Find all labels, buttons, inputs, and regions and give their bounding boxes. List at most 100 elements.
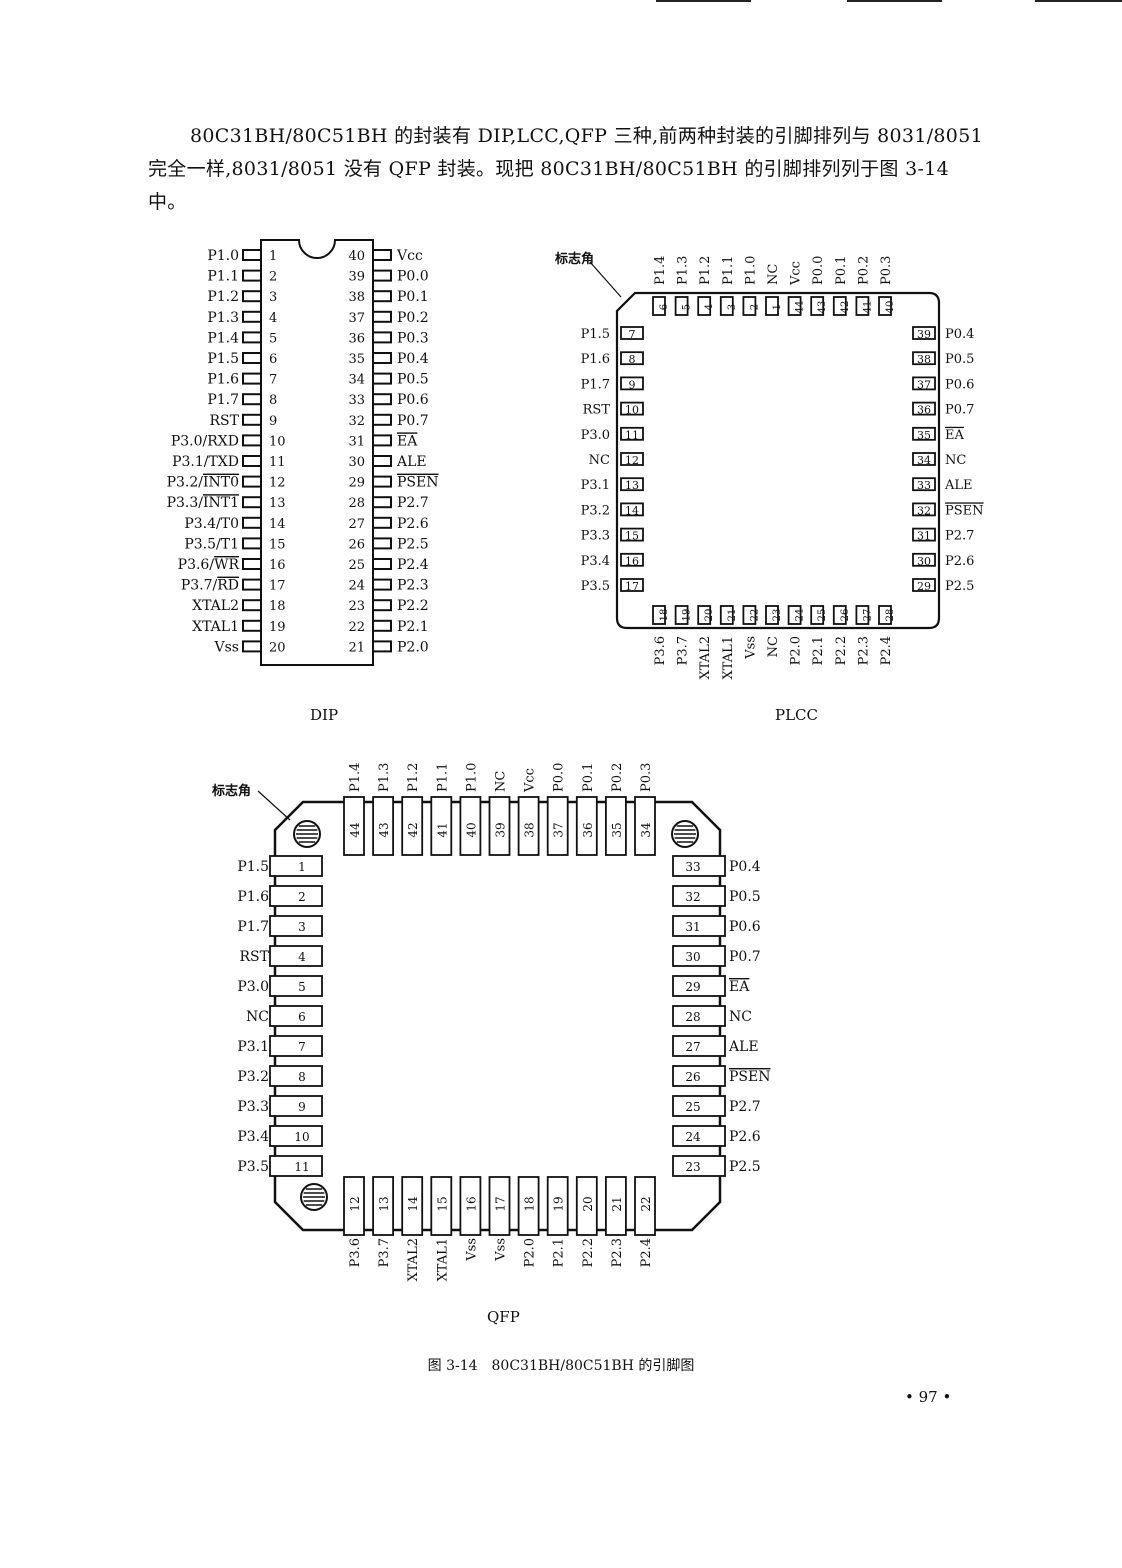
dip-pin-number: 11 [269, 455, 286, 470]
qfp-pin-label: NC [729, 1009, 752, 1025]
dip-pin-29 [372, 475, 392, 488]
plcc-pin-number: 8 [629, 353, 636, 366]
plcc-pin-6 [652, 296, 666, 316]
qfp-pin-label: P2.7 [729, 1099, 761, 1115]
dip-pin-label: P3.4/T0 [184, 516, 239, 532]
dip-pin-number: 15 [269, 537, 286, 552]
dip-pin-label: P2.5 [397, 536, 429, 552]
plcc-pin-5 [674, 296, 689, 316]
plcc-pin-8 [620, 351, 644, 366]
qfp-orientation-mark [300, 1183, 328, 1211]
qfp-pin-label: P3.4 [237, 1129, 269, 1145]
plcc-pin-label: P3.1 [581, 478, 610, 493]
plcc-pin-number: 27 [862, 609, 873, 622]
dip-pin-9 [242, 413, 262, 426]
qfp-pin-34 [634, 796, 656, 856]
dip-pin-number: 23 [348, 599, 365, 614]
qfp-pin-number: 19 [552, 1196, 566, 1211]
qfp-pin-number: 7 [298, 1040, 306, 1054]
plcc-pin-label: P1.0 [743, 256, 758, 285]
dip-pin-38 [372, 290, 392, 303]
plcc-pin-9 [620, 376, 644, 391]
qfp-pin-number: 29 [685, 980, 700, 994]
plcc-pin-label: P2.2 [834, 636, 849, 665]
qfp-pin-36 [575, 796, 598, 856]
plcc-pin-35 [912, 426, 936, 441]
plcc-corner-label: 标志角 [554, 251, 594, 267]
dip-pin-23 [372, 599, 392, 612]
plcc-pin-number: 32 [917, 504, 931, 517]
dip-pin-label: P0.5 [397, 372, 429, 388]
qfp-pin-40 [459, 796, 482, 856]
qfp-pin-label: P1.0 [464, 763, 479, 792]
qfp-pin-label: P1.2 [406, 763, 421, 792]
plcc-pin-16 [620, 552, 644, 567]
qfp-pin-number: 5 [298, 980, 306, 994]
dip-caption: DIP [310, 706, 339, 724]
dip-pin-label: P3.5/T1 [184, 536, 239, 552]
qfp-pin-number: 24 [685, 1130, 701, 1144]
plcc-pin-label: P2.7 [945, 529, 974, 544]
plcc-caption: PLCC [775, 706, 819, 724]
qfp-pin-number: 22 [639, 1196, 653, 1211]
plcc-pin-number: 12 [625, 454, 639, 467]
plcc-pin-label: P3.2 [581, 503, 610, 518]
dip-pin-label: P2.6 [397, 516, 429, 532]
dip-pin-label: XTAL1 [192, 619, 239, 635]
plcc-pin-label: P1.6 [581, 352, 610, 367]
qfp-pin-number: 12 [348, 1196, 362, 1211]
dip-pin-label: P0.7 [397, 413, 429, 429]
plcc-pin-label: P2.4 [879, 636, 894, 665]
plcc-pin-25 [810, 605, 825, 625]
qfp-pin-number: 14 [406, 1196, 420, 1212]
qfp-pin-label: P2.4 [639, 1238, 654, 1267]
qfp-pin-37 [546, 796, 569, 856]
qfp-pin-38 [517, 796, 540, 856]
dip-pin-number: 13 [269, 496, 286, 511]
plcc-pin-label: P3.6 [653, 636, 668, 665]
plcc-pin-number: 24 [795, 609, 806, 622]
qfp-pin-label: RST [240, 949, 270, 965]
dip-pin-number: 37 [348, 311, 365, 326]
plcc-pin-number: 33 [917, 479, 931, 492]
qfp-pin-number: 26 [685, 1070, 700, 1084]
dip-pin-label: P1.2 [207, 289, 239, 305]
dip-pin-label: P1.1 [207, 269, 239, 285]
dip-pin-label: Vss [214, 639, 239, 655]
dip-pin-number: 17 [269, 579, 286, 594]
qfp-pin-number: 10 [294, 1130, 309, 1144]
dip-pin-28 [372, 496, 392, 509]
plcc-pin-number: 7 [629, 328, 636, 341]
qfp-pin-8 [269, 1065, 323, 1087]
plcc-pin-label: P0.4 [945, 327, 974, 342]
dip-pin-label: P0.2 [397, 310, 429, 326]
qfp-pin-label: XTAL2 [406, 1238, 421, 1282]
qfp-pin-number: 1 [298, 860, 306, 874]
dip-pin-3 [242, 290, 262, 303]
plcc-pin-29 [912, 578, 936, 592]
dip-pin-36 [372, 331, 392, 344]
dip-pin-label: P1.6 [207, 372, 239, 388]
plcc-pin-11 [620, 426, 644, 441]
dip-pin-18 [242, 599, 262, 612]
qfp-pin-15 [430, 1176, 453, 1236]
dip-pin-1 [242, 249, 262, 261]
qfp-pin-11 [269, 1155, 323, 1177]
dip-pin-12 [242, 475, 262, 488]
dip-pin-number: 25 [348, 558, 365, 573]
plcc-pin-number: 44 [795, 301, 806, 314]
dip-pin-number: 35 [348, 352, 365, 367]
qfp-pin-number: 21 [610, 1196, 624, 1211]
plcc-pin-label: P1.2 [698, 256, 713, 285]
plcc-pin-label: P0.5 [945, 352, 974, 367]
plcc-pin-label: P1.3 [676, 256, 691, 285]
qfp-orientation-mark [293, 820, 321, 848]
qfp-pin-label: P1.5 [237, 859, 269, 875]
dip-pin-number: 29 [348, 476, 365, 491]
qfp-pin-label: P0.7 [729, 949, 761, 965]
qfp-pin-number: 3 [298, 920, 306, 934]
dip-pin-label: P3.7/RD [181, 578, 239, 594]
plcc-pin-41 [855, 296, 870, 316]
dip-pin-number: 22 [348, 620, 365, 635]
plcc-pin-14 [620, 502, 644, 517]
